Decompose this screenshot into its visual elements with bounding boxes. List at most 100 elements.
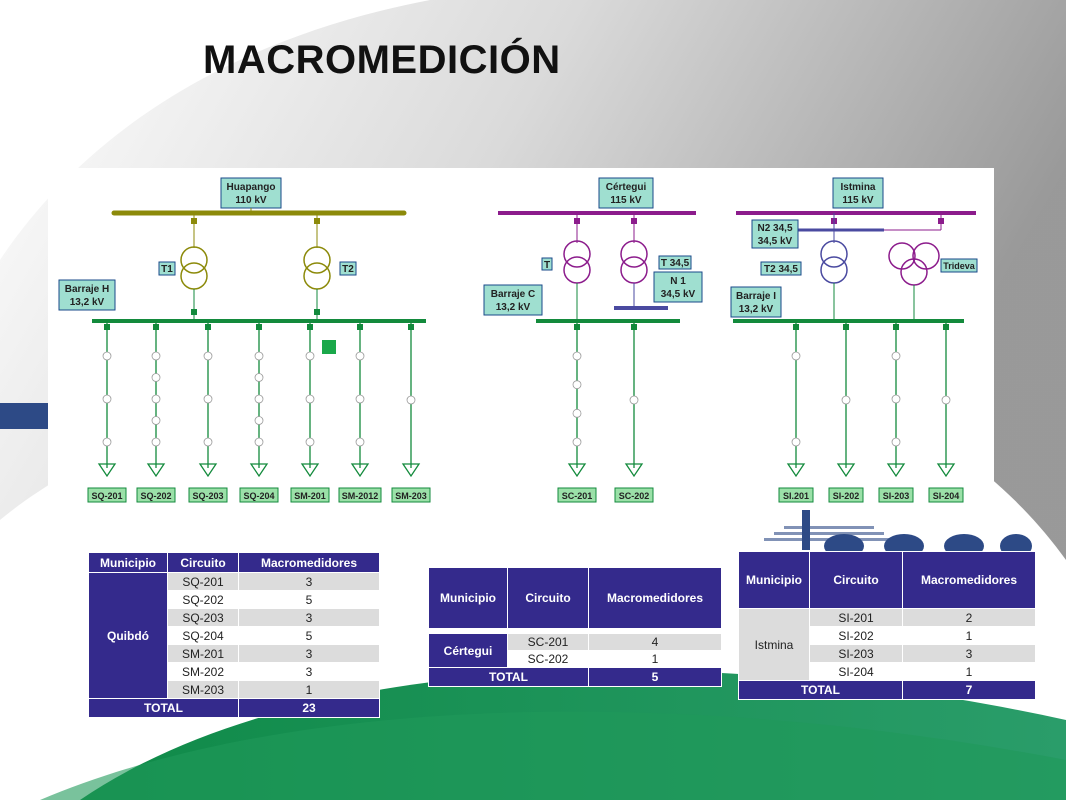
n2-box	[751, 219, 799, 249]
barraje-i-kv: 13,2 kV	[739, 304, 774, 315]
huapango-kv: 110 kV	[235, 195, 266, 206]
col-municipio: Municipio	[738, 551, 810, 609]
meter-icon	[151, 437, 161, 447]
circuit-label-box	[557, 487, 597, 503]
macromedidores-cell: 1	[902, 662, 1036, 681]
circuit-label: SC-201	[562, 491, 593, 501]
macromedidores-cell: 5	[238, 626, 380, 645]
barraje-h-label: Barraje H	[65, 284, 109, 295]
istmina-kv: 115 kV	[842, 195, 873, 206]
total-label: TOTAL	[428, 667, 589, 687]
certegui-table: Municipio Circuito Macromedidores Cérteg…	[428, 567, 722, 687]
municipio-cell: Istmina	[738, 608, 810, 681]
col-municipio: Municipio	[428, 567, 508, 629]
t-label: T	[544, 260, 550, 271]
meter-icon	[151, 394, 161, 404]
circuit-label-box	[188, 487, 228, 503]
circuito-cell: SI-201	[809, 608, 903, 627]
circuito-cell: SM-203	[167, 680, 239, 699]
circuito-cell: SM-202	[167, 662, 239, 681]
barraje-i-label: Barraje I	[736, 291, 776, 302]
istmina-box	[832, 177, 884, 209]
circuit-label-box	[778, 487, 814, 503]
circuit-label: SM-203	[395, 491, 427, 501]
circuit-label: SQ-201	[91, 491, 122, 501]
n2-kv: 34,5 kV	[758, 236, 793, 247]
load-icon	[886, 463, 906, 478]
macromedidores-cell: 1	[902, 626, 1036, 645]
meter-icon	[254, 394, 264, 404]
load-icon	[350, 463, 370, 478]
meter-icon	[203, 351, 213, 361]
company-logo	[764, 510, 1032, 554]
trideva-label: Trideva	[943, 261, 976, 271]
barraje-i-box	[730, 286, 782, 318]
barraje-c-box	[483, 284, 543, 316]
barraje-c-kv: 13,2 kV	[496, 302, 531, 313]
huapango-box	[220, 177, 282, 209]
t1-box	[158, 261, 176, 276]
meter-icon	[102, 394, 112, 404]
t2-345-label: T2 34,5	[764, 264, 798, 275]
istmina-label: Istmina	[840, 182, 875, 193]
circuit-label-box	[290, 487, 330, 503]
meter-icon	[572, 351, 582, 361]
meter-icon	[254, 351, 264, 361]
municipio-cell: Quibdó	[88, 572, 168, 699]
col-municipio: Municipio	[88, 552, 168, 573]
load-icon	[97, 463, 117, 478]
meter-icon	[572, 380, 582, 390]
meter-icon	[254, 416, 264, 425]
meter-icon	[254, 373, 264, 382]
meter-icon	[151, 351, 161, 361]
load-icon	[836, 463, 856, 478]
meter-icon	[305, 351, 315, 361]
trideva-box	[940, 258, 978, 273]
col-macromedidores: Macromedidores	[902, 551, 1036, 609]
circuit-label-box	[338, 487, 382, 503]
green-marker	[322, 340, 336, 354]
certegui-label: Cértegui	[606, 182, 647, 193]
meter-icon	[151, 373, 161, 382]
circuit-label-box	[136, 487, 176, 503]
t-box	[541, 257, 553, 271]
meter-icon	[791, 437, 801, 447]
circuito-cell: SI-203	[809, 644, 903, 663]
circuit-label: SM-2012	[342, 491, 379, 501]
meter-icon	[254, 437, 264, 447]
load-icon	[401, 463, 421, 478]
circuito-cell: SQ-203	[167, 608, 239, 627]
load-icon	[300, 463, 320, 478]
col-circuito: Circuito	[507, 567, 589, 629]
circuit-label-box	[828, 487, 864, 503]
circuit-label: SM-201	[294, 491, 326, 501]
circuito-cell: SQ-201	[167, 572, 239, 591]
circuito-cell: SI-202	[809, 626, 903, 645]
load-icon	[249, 463, 269, 478]
circuito-cell: SC-202	[507, 650, 589, 668]
meter-icon	[891, 437, 901, 447]
col-macromedidores: Macromedidores	[238, 552, 380, 573]
total-label: TOTAL	[88, 698, 239, 718]
circuit-label-box	[928, 487, 964, 503]
certegui-kv: 115 kV	[610, 195, 641, 206]
n1-box	[653, 271, 703, 303]
t2-345-box	[760, 261, 802, 276]
macromedidores-cell: 1	[238, 680, 380, 699]
macromedidores-cell: 4	[588, 633, 722, 651]
load-icon	[146, 463, 166, 478]
istmina-table: Municipio Circuito Macromedidores Istmin…	[738, 551, 1036, 700]
circuit-label: SQ-202	[140, 491, 171, 501]
macromedidores-cell: 2	[902, 608, 1036, 627]
macromedidores-cell: 5	[238, 590, 380, 609]
certegui-box	[598, 177, 654, 209]
n1-kv: 34,5 kV	[661, 289, 696, 300]
circuit-label: SI-204	[933, 491, 960, 501]
circuito-cell: SC-201	[507, 633, 589, 651]
